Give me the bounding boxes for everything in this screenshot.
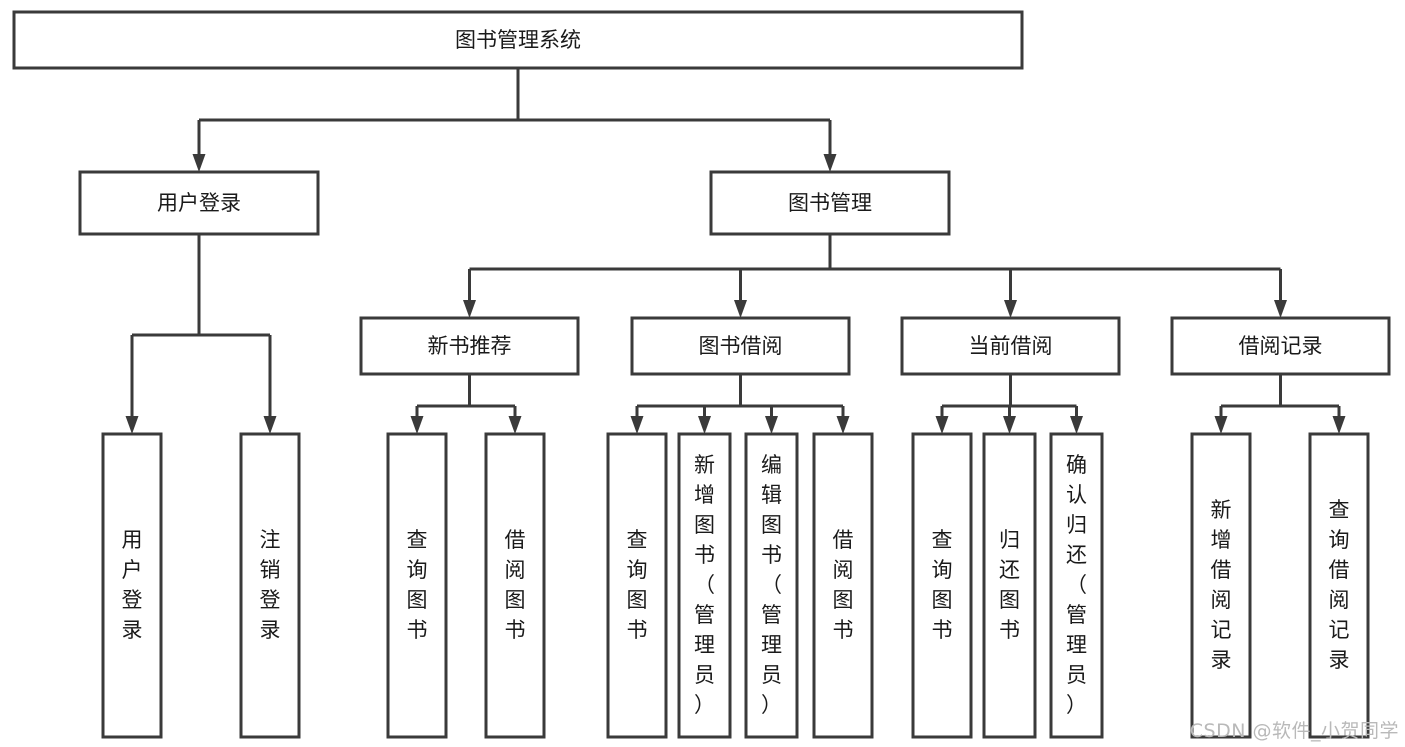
node-label: 注销登录	[260, 528, 281, 642]
node-box[interactable]	[12, 10, 1024, 70]
node-leaf-borrow-book-2[interactable]: 借阅图书	[812, 432, 874, 739]
node-label: 借阅图书	[505, 528, 526, 642]
node-user-login[interactable]: 用户登录	[78, 170, 320, 236]
node-label: 用户登录	[157, 191, 241, 215]
node-label: 图书管理	[788, 191, 872, 215]
node-label: 查询图书	[407, 528, 428, 642]
node-root[interactable]: 图书管理系统	[12, 10, 1024, 70]
node-leaf-user-logout[interactable]: 注销登录	[239, 432, 301, 739]
arrow-head-icon	[263, 416, 277, 434]
node-box[interactable]	[386, 432, 448, 739]
node-current-borrow[interactable]: 当前借阅	[900, 316, 1121, 376]
arrow-head-icon	[1004, 300, 1017, 318]
node-leaf-add-borrow-record[interactable]: 新增借阅记录	[1190, 432, 1252, 739]
arrow-head-icon	[1274, 300, 1287, 318]
node-box[interactable]	[812, 432, 874, 739]
node-box[interactable]	[1049, 432, 1104, 739]
node-label: 归还图书	[999, 528, 1020, 642]
node-label: 当前借阅	[969, 334, 1053, 358]
arrow-head-icon	[1070, 416, 1083, 434]
node-leaf-query-book-1[interactable]: 查询图书	[386, 432, 448, 739]
node-leaf-return-book[interactable]: 归还图书	[982, 432, 1037, 739]
node-label: 新增借阅记录	[1211, 498, 1232, 672]
arrow-head-icon	[192, 154, 206, 172]
node-box[interactable]	[359, 316, 580, 376]
node-box[interactable]	[677, 432, 732, 739]
node-box[interactable]	[484, 432, 546, 739]
arrow-head-icon	[125, 416, 139, 434]
node-leaf-add-book-admin[interactable]: 新增图书（管理员）	[677, 432, 732, 739]
node-box[interactable]	[900, 316, 1121, 376]
connectors-layer	[125, 68, 1346, 434]
node-book-manage[interactable]: 图书管理	[709, 170, 951, 236]
arrow-head-icon	[823, 154, 837, 172]
node-label: 新增图书（管理员）	[694, 453, 715, 717]
arrow-head-icon	[463, 300, 476, 318]
node-leaf-borrow-book-1[interactable]: 借阅图书	[484, 432, 546, 739]
node-label: 借阅记录	[1239, 334, 1323, 358]
node-leaf-confirm-return-admin[interactable]: 确认归还（管理员）	[1049, 432, 1104, 739]
arrow-head-icon	[410, 416, 424, 434]
node-box[interactable]	[1190, 432, 1252, 739]
arrow-head-icon	[765, 416, 778, 434]
node-label: 查询图书	[627, 528, 648, 642]
node-box[interactable]	[606, 432, 668, 739]
arrow-head-icon	[734, 300, 747, 318]
node-label: 借阅图书	[833, 528, 854, 642]
node-box[interactable]	[1170, 316, 1391, 376]
node-borrow-record[interactable]: 借阅记录	[1170, 316, 1391, 376]
arrow-head-icon	[630, 416, 644, 434]
node-box[interactable]	[1308, 432, 1370, 739]
node-box[interactable]	[239, 432, 301, 739]
node-label: 编辑图书（管理员）	[761, 453, 782, 717]
arrow-head-icon	[935, 416, 949, 434]
watermark: CSDN @软件_小贺同学	[1189, 720, 1399, 742]
node-leaf-query-book-3[interactable]: 查询图书	[911, 432, 973, 739]
node-new-book-recommend[interactable]: 新书推荐	[359, 316, 580, 376]
node-box[interactable]	[982, 432, 1037, 739]
arrow-head-icon	[1332, 416, 1346, 434]
arrow-head-icon	[1214, 416, 1228, 434]
arrow-head-icon	[836, 416, 850, 434]
node-label: 新书推荐	[428, 334, 512, 358]
node-box[interactable]	[911, 432, 973, 739]
node-label: 查询图书	[932, 528, 953, 642]
arrow-head-icon	[1003, 416, 1016, 434]
node-label: 图书管理系统	[455, 28, 581, 52]
node-label: 确认归还（管理员）	[1066, 453, 1087, 717]
node-box[interactable]	[744, 432, 799, 739]
node-label: 查询借阅记录	[1329, 498, 1350, 672]
node-label: 用户登录	[122, 528, 143, 642]
node-leaf-query-book-2[interactable]: 查询图书	[606, 432, 668, 739]
node-leaf-user-login[interactable]: 用户登录	[101, 432, 163, 739]
node-book-borrow[interactable]: 图书借阅	[630, 316, 851, 376]
node-box[interactable]	[101, 432, 163, 739]
node-label: 图书借阅	[699, 334, 783, 358]
arrow-head-icon	[698, 416, 711, 434]
node-leaf-query-borrow-record[interactable]: 查询借阅记录	[1308, 432, 1370, 739]
node-leaf-edit-book-admin[interactable]: 编辑图书（管理员）	[744, 432, 799, 739]
arrow-head-icon	[508, 416, 522, 434]
nodes-layer: 图书管理系统用户登录图书管理新书推荐图书借阅当前借阅借阅记录用户登录注销登录查询…	[12, 10, 1391, 739]
node-box[interactable]	[709, 170, 951, 236]
node-box[interactable]	[78, 170, 320, 236]
node-box[interactable]	[630, 316, 851, 376]
